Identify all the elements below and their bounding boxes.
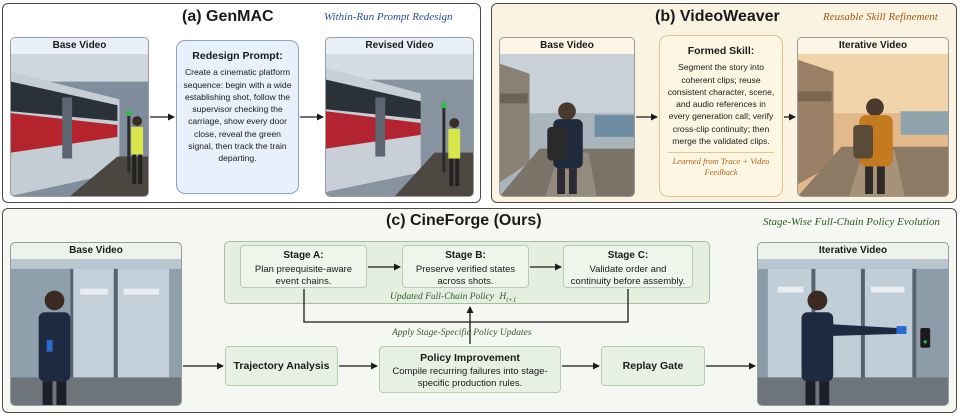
cineforge-base-video-label: Base Video	[69, 245, 123, 256]
policy-improvement-box: Policy Improvement Compile recurring fai…	[379, 346, 561, 393]
lab-entrance-image	[11, 259, 181, 405]
videoweaver-title: (b) VideoWeaver	[655, 8, 780, 25]
redesign-prompt-text: Create a cinematic platform sequence: be…	[183, 67, 292, 164]
train-platform-image	[11, 54, 148, 196]
videoweaver-iterative-video-label: Iterative Video	[838, 40, 908, 51]
updated-policy-text: Updated Full-Chain Policy	[390, 292, 494, 302]
stage-c-text: Validate order and continuity before ass…	[570, 264, 686, 287]
videoweaver-base-video: Base Video	[499, 37, 635, 197]
cineforge-title: (c) CineForge (Ours)	[386, 212, 542, 229]
learned-from-label: Learned from Trace + Video Feedback	[672, 156, 770, 177]
stage-b-title: Stage B:	[445, 250, 486, 261]
redesign-prompt-card: Redesign Prompt: Create a cinematic plat…	[176, 40, 299, 194]
stage-b-text: Preserve verified states across shots.	[415, 264, 516, 287]
updated-policy-label: Updated Full-Chain Policy Ht+1	[390, 292, 516, 304]
policy-subscript: t+1	[506, 295, 517, 304]
stage-b-box: Stage B: Preserve verified states across…	[402, 245, 529, 288]
replay-gate-box: Replay Gate	[601, 346, 705, 386]
genmac-base-video: Base Video	[10, 37, 149, 197]
stage-a-text: Plan preequisite-aware event chains.	[254, 264, 353, 287]
genmac-revised-video-label: Revised Video	[365, 40, 434, 51]
trajectory-analysis-label: Trajectory Analysis	[233, 360, 330, 372]
formed-skill-card: Formed Skill: Segment the story into coh…	[659, 35, 783, 197]
stage-c-title: Stage C:	[607, 250, 649, 261]
cineforge-subtitle: Stage-Wise Full-Chain Policy Evolution	[763, 216, 940, 228]
skill-divider	[668, 152, 774, 154]
genmac-subtitle: Within-Run Prompt Redesign	[324, 11, 453, 23]
cineforge-iterative-video-label: Iterative Video	[818, 245, 888, 256]
genmac-base-video-label: Base Video	[52, 40, 107, 51]
genmac-title: (a) GenMAC	[182, 8, 274, 25]
redesign-prompt-title: Redesign Prompt:	[192, 50, 283, 62]
stage-c-box: Stage C: Validate order and continuity b…	[563, 245, 693, 288]
lab-door-access-image	[758, 259, 948, 405]
cineforge-base-video: Base Video	[10, 242, 182, 406]
videoweaver-base-video-label: Base Video	[540, 40, 594, 51]
revised-train-platform-image	[326, 54, 473, 196]
trajectory-analysis-box: Trajectory Analysis	[225, 346, 338, 386]
coastal-walk-image	[500, 54, 634, 196]
replay-gate-label: Replay Gate	[622, 360, 684, 372]
cineforge-iterative-video: Iterative Video	[757, 242, 949, 406]
policy-improvement-title: Policy Improvement	[420, 352, 520, 364]
stage-a-title: Stage A:	[283, 250, 324, 261]
videoweaver-iterative-video: Iterative Video	[797, 37, 949, 197]
apply-updates-label: Apply Stage-Specific Policy Updates	[392, 328, 532, 338]
stage-a-box: Stage A: Plan preequisite-aware event ch…	[240, 245, 367, 288]
videoweaver-subtitle: Reusable Skill Refinement	[823, 11, 938, 23]
sunset-walk-image	[798, 54, 948, 196]
formed-skill-title: Formed Skill:	[687, 45, 755, 57]
formed-skill-text: Segment the story into coherent clips; r…	[667, 62, 775, 147]
policy-improvement-text: Compile recurring failures into stage-sp…	[392, 366, 548, 389]
genmac-revised-video: Revised Video	[325, 37, 474, 197]
